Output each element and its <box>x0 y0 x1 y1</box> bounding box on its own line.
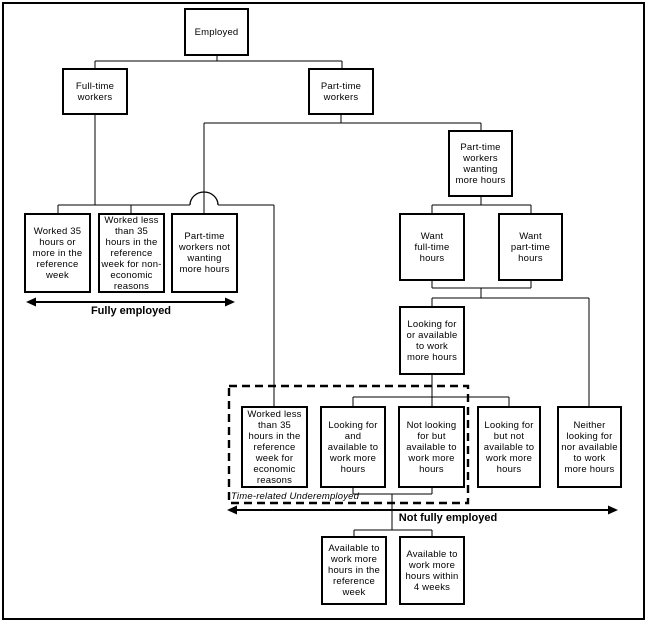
node-pt-not-wanting-more: Part-time workers not wanting more hours <box>171 213 238 293</box>
not-fully-employed-label: Not fully employed <box>398 512 498 524</box>
node-available-4-weeks: Available to work more hours within 4 we… <box>399 536 465 605</box>
time-related-underemployed-label: Time-related Underemployed <box>231 491 360 502</box>
node-want-part-time: Want part-time hours <box>498 213 563 281</box>
node-worked-less-non-economic: Worked less than 35 hours in the referen… <box>98 213 165 293</box>
node-looking-and-available: Looking for and available to work more h… <box>320 406 386 488</box>
fully-employed-label: Fully employed <box>90 305 172 317</box>
node-full-time-workers: Full-time workers <box>62 68 128 115</box>
node-neither-looking-nor-available: Neither looking for nor available to wor… <box>557 406 622 488</box>
node-worked-less-economic: Worked less than 35 hours in the referen… <box>241 406 308 488</box>
node-worked-35-plus: Worked 35 hours or more in the reference… <box>24 213 91 293</box>
line-crossover-bridge <box>189 191 219 206</box>
node-part-time-workers: Part-time workers <box>308 68 374 115</box>
node-looking-or-available: Looking for or available to work more ho… <box>399 306 465 375</box>
time-related-underemployed-outline <box>227 384 470 505</box>
fully-employed-arrow <box>26 297 235 307</box>
node-pt-wanting-more: Part-time workers wanting more hours <box>448 130 513 197</box>
node-available-ref-week: Available to work more hours in the refe… <box>321 536 387 605</box>
not-fully-employed-arrow <box>227 505 618 515</box>
node-want-full-time: Want full-time hours <box>399 213 465 281</box>
node-not-looking-but-available: Not looking for but available to work mo… <box>398 406 465 488</box>
node-employed: Employed <box>184 8 249 56</box>
connector-lines <box>57 56 590 536</box>
node-looking-but-not-available: Looking for but not available to work mo… <box>477 406 541 488</box>
